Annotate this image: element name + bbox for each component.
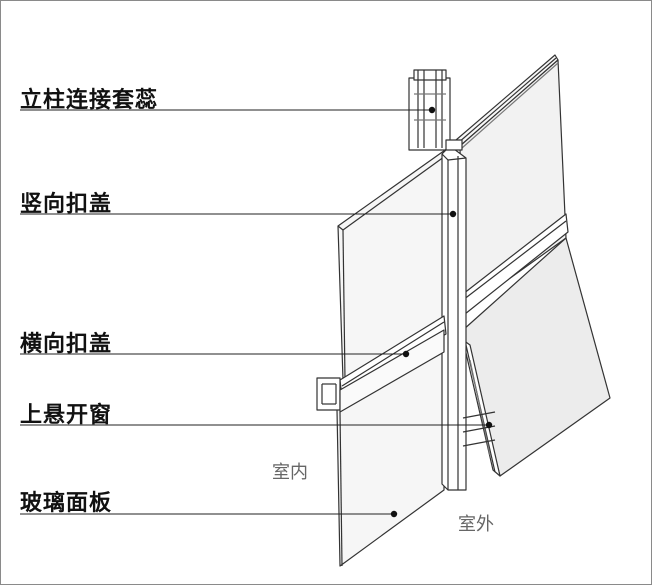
label-vertical-cover: 竖向扣盖 — [20, 191, 113, 217]
leader-dots — [390, 106, 493, 518]
label-horizontal-cover: 横向扣盖 — [20, 331, 113, 357]
label-glass-panel: 玻璃面板 — [20, 490, 113, 516]
label-top-hung-window: 上悬开窗 — [20, 402, 113, 428]
horizontal-cover-part — [316, 315, 447, 413]
mullion-sleeve-part — [408, 69, 451, 151]
label-outdoor: 室外 — [458, 514, 494, 535]
top-hung-sash — [462, 237, 611, 477]
label-indoor: 室内 — [272, 462, 308, 483]
vertical-mullion — [441, 139, 467, 491]
leader-lines — [20, 109, 489, 515]
label-mullion-sleeve: 立柱连接套蕊 — [20, 87, 159, 113]
